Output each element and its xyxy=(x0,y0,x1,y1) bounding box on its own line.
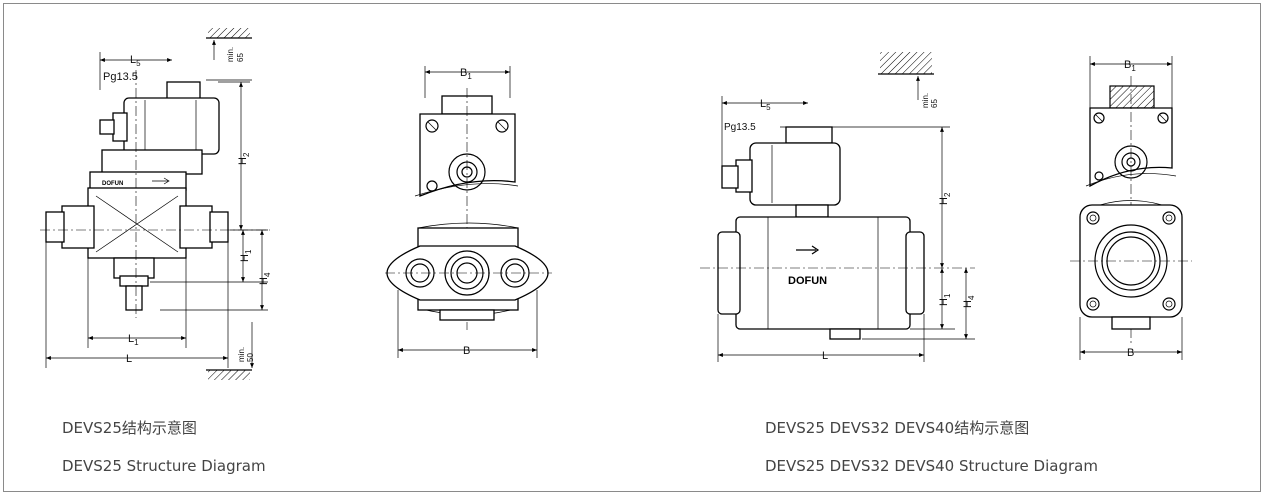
min-65-value-right: 65 xyxy=(930,99,939,108)
coil xyxy=(123,97,220,155)
l5-label-right: L5 xyxy=(760,98,771,112)
left-caption-en: DEVS25 Structure Diagram xyxy=(62,457,266,475)
h1-label-right: H1 xyxy=(938,293,952,306)
top-wall-hatch-right xyxy=(880,52,932,74)
top-wall-hatch xyxy=(208,28,250,38)
diagram-frame xyxy=(3,3,1261,492)
min-65-label: min. xyxy=(226,47,235,62)
side-top-block xyxy=(419,113,516,197)
h2-label: H2 xyxy=(237,152,251,165)
l1-label: L1 xyxy=(128,333,139,347)
h2-label-right: H2 xyxy=(938,192,952,205)
cable-gland xyxy=(1109,85,1155,109)
h1-label: H1 xyxy=(239,249,253,262)
min-65-value: 65 xyxy=(236,53,245,62)
min-50-label: min. xyxy=(237,347,246,362)
devs25-front-view: min. 65 L5 Pg13.5 DOFUN xyxy=(40,28,272,380)
b-label: B xyxy=(463,345,470,357)
devs25-side-view: B1 B xyxy=(385,66,552,358)
b1-label: B1 xyxy=(460,67,472,81)
b1-label-right: B1 xyxy=(1124,59,1136,73)
min-65-label-right: min. xyxy=(921,93,930,108)
coil-right xyxy=(749,142,841,206)
right-caption-cn: DEVS25 DEVS32 DEVS40结构示意图 xyxy=(765,419,1030,437)
b-label-right: B xyxy=(1127,347,1134,359)
brand-label: DOFUN xyxy=(788,275,827,287)
bottom-wall-hatch xyxy=(208,370,250,380)
brand-label-small: DOFUN xyxy=(102,181,123,187)
l-label-right: L xyxy=(822,350,828,362)
side-flange xyxy=(386,245,549,301)
l-label: L xyxy=(126,353,132,365)
l5-label: L5 xyxy=(130,54,141,68)
devs-series-front-view: min. 65 L5 Pg13.5 DOFUN H2 H1 H4 xyxy=(700,52,976,362)
valve-body-right xyxy=(735,216,911,330)
h4-label: H4 xyxy=(258,272,272,285)
right-caption-en: DEVS25 DEVS32 DEVS40 Structure Diagram xyxy=(765,457,1098,475)
pg-label-right: Pg13.5 xyxy=(724,122,756,133)
pg-label: Pg13.5 xyxy=(103,71,138,83)
min-50-value: 50 xyxy=(246,353,255,362)
devs-series-side-view: B1 B xyxy=(1070,56,1192,360)
h4-label-right: H4 xyxy=(962,295,976,308)
left-caption-cn: DEVS25结构示意图 xyxy=(62,419,197,437)
